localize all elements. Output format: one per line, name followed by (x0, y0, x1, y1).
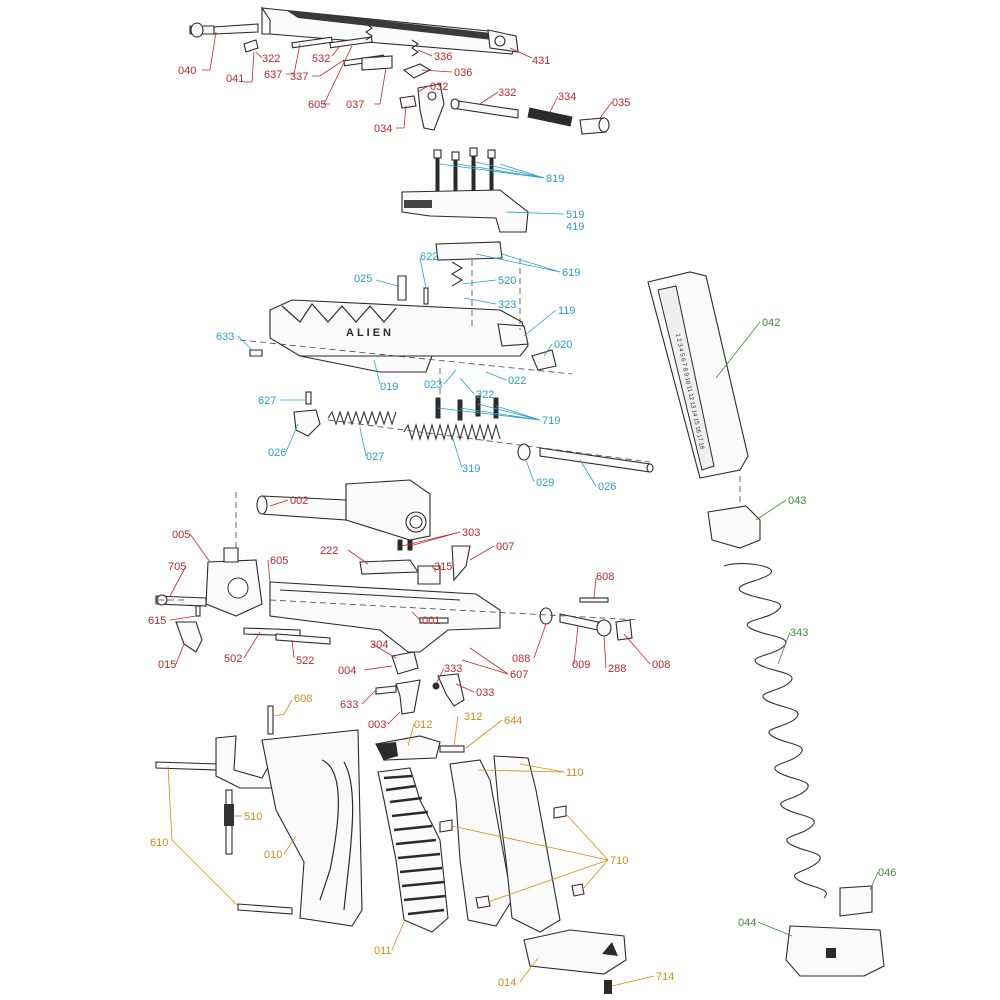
leader-lines (167, 31, 879, 987)
label-334: 334 (558, 91, 576, 103)
part-labels-magazine: 042 043 343 046 044 (738, 317, 896, 929)
label-303: 303 (462, 527, 480, 539)
label-633: 633 (216, 331, 234, 343)
label-042: 042 (762, 317, 780, 329)
label-333: 333 (444, 663, 462, 675)
slide-assembly (189, 6, 610, 135)
label-819: 819 (546, 173, 564, 185)
label-041: 041 (226, 73, 244, 85)
label-502: 502 (224, 653, 242, 665)
label-088: 088 (512, 653, 530, 665)
label-605: 605 (308, 99, 326, 111)
grip-assembly (155, 705, 627, 994)
label-304: 304 (370, 639, 388, 651)
label-627: 627 (258, 395, 276, 407)
mount-screws (433, 147, 496, 195)
part-labels-slide: 040 041 322 637 337 532 336 036 431 605 … (178, 51, 630, 135)
label-014: 014 (498, 977, 516, 989)
label-644: 644 (504, 715, 522, 727)
label-322: 322 (262, 53, 280, 65)
part-labels-upper: 819 519 419 619 622 025 520 323 119 633 … (216, 173, 616, 493)
label-033: 033 (476, 687, 494, 699)
part-labels-grip: 608 012 312 644 110 510 610 010 710 011 … (150, 693, 674, 989)
label-036: 036 (454, 67, 472, 79)
label-610: 610 (150, 837, 168, 849)
label-532: 532 (312, 53, 330, 65)
label-705: 705 (168, 561, 186, 573)
label-337: 337 (290, 71, 308, 83)
slide-body: ALIEN (249, 299, 654, 473)
frame-assembly (155, 479, 633, 715)
label-431: 431 (532, 55, 550, 67)
label-001: 001 (422, 615, 440, 627)
label-119: 119 (558, 305, 576, 317)
label-025: 025 (354, 273, 372, 285)
label-015: 015 (158, 659, 176, 671)
label-619: 619 (562, 267, 580, 279)
label-608-grip: 608 (294, 693, 312, 705)
label-009: 009 (572, 659, 590, 671)
label-002: 002 (290, 495, 308, 507)
label-323: 323 (498, 299, 516, 311)
label-035: 035 (612, 97, 630, 109)
label-010: 010 (264, 849, 282, 861)
label-607: 607 (510, 669, 528, 681)
label-011: 011 (374, 945, 392, 957)
label-043: 043 (788, 495, 806, 507)
label-332: 332 (498, 87, 516, 99)
label-012: 012 (414, 719, 432, 731)
label-019: 019 (380, 381, 398, 393)
label-522: 522 (296, 655, 314, 667)
label-007: 007 (496, 541, 514, 553)
label-023: 023 (424, 379, 442, 391)
label-003: 003 (368, 719, 386, 731)
label-032: 032 (430, 81, 448, 93)
label-222: 222 (320, 545, 338, 557)
label-312: 312 (464, 711, 482, 723)
label-714: 714 (656, 971, 674, 983)
label-315: 315 (434, 561, 452, 573)
label-005: 005 (172, 529, 190, 541)
label-322-upper: 322 (476, 389, 494, 401)
label-336: 336 (434, 51, 452, 63)
slide-engraving: ALIEN (346, 327, 394, 339)
label-026: 026 (268, 447, 286, 459)
label-029: 029 (536, 477, 554, 489)
label-419: 419 (566, 221, 584, 233)
label-605-frame: 605 (270, 555, 288, 567)
label-110: 110 (566, 767, 584, 779)
label-319: 319 (462, 463, 480, 475)
label-633-frame: 633 (340, 699, 358, 711)
label-608: 608 (596, 571, 614, 583)
label-044: 044 (738, 917, 756, 929)
label-710: 710 (610, 855, 628, 867)
label-343: 343 (790, 627, 808, 639)
label-008: 008 (652, 659, 670, 671)
label-615: 615 (148, 615, 166, 627)
label-288: 288 (608, 663, 626, 675)
label-622: 622 (420, 251, 438, 263)
part-labels-frame: 002 005 303 007 222 315 705 605 608 615 … (148, 495, 670, 731)
label-046: 046 (878, 867, 896, 879)
label-637: 637 (264, 69, 282, 81)
optic-mount-group (397, 147, 529, 305)
label-040: 040 (178, 65, 196, 77)
magazine-assembly: 1 2 3 4 5 6 7 8 9 10 11 12 13 14 15 16 1… (647, 271, 885, 977)
label-519: 519 (566, 209, 584, 221)
label-510: 510 (244, 811, 262, 823)
assembly-guides (156, 258, 741, 621)
label-719: 719 (542, 415, 560, 427)
label-034: 034 (374, 123, 392, 135)
label-004: 004 (338, 665, 356, 677)
label-520: 520 (498, 275, 516, 287)
label-037: 037 (346, 99, 364, 111)
label-020: 020 (554, 339, 572, 351)
label-022: 022 (508, 375, 526, 387)
label-027: 027 (366, 451, 384, 463)
label-026-guide-rod: 026 (598, 481, 616, 493)
